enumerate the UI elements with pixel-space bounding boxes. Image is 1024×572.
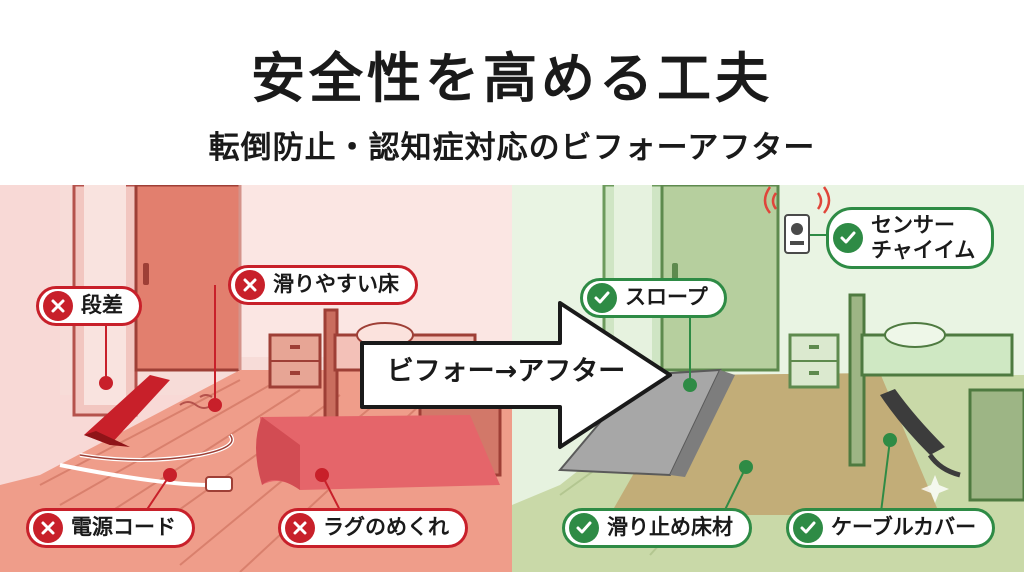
check-icon	[793, 513, 823, 543]
callout-label: 電源コード	[71, 515, 176, 540]
callout-label: 段差	[81, 293, 123, 318]
page-title: 安全性を高める工夫	[251, 47, 773, 110]
page-subtitle: 転倒防止・認知症対応のビフォーアフター	[208, 130, 816, 166]
callout-label: 滑りやすい床	[273, 272, 399, 297]
cross-icon	[235, 270, 265, 300]
cross-icon	[43, 291, 73, 321]
check-icon	[569, 513, 599, 543]
callout-label: ケーブルカバー	[831, 515, 977, 540]
check-icon	[587, 283, 617, 313]
check-icon	[833, 223, 863, 253]
before-after-arrow-label: ビフォー→アフター	[386, 355, 626, 387]
callout-non-slip-flooring: 滑り止め床材	[562, 508, 752, 548]
callout-power-cord: 電源コード	[26, 508, 195, 548]
cross-icon	[33, 513, 63, 543]
callout-label: 滑り止め床材	[607, 515, 733, 540]
cross-icon	[285, 513, 315, 543]
callout-cable-cover: ケーブルカバー	[786, 508, 996, 548]
before-after-arrow	[360, 301, 672, 449]
callout-slippery-floor: 滑りやすい床	[228, 265, 418, 305]
callout-label: センサー チャイイム	[871, 212, 976, 262]
callout-rug-curl: ラグのめくれ	[278, 508, 468, 548]
callout-label: ラグのめくれ	[323, 515, 449, 540]
callout-step: 段差	[36, 286, 142, 326]
callout-label: スロープ	[625, 285, 708, 310]
callout-slope: スロープ	[580, 278, 727, 318]
callout-sensor-chime: センサー チャイイム	[826, 207, 995, 269]
